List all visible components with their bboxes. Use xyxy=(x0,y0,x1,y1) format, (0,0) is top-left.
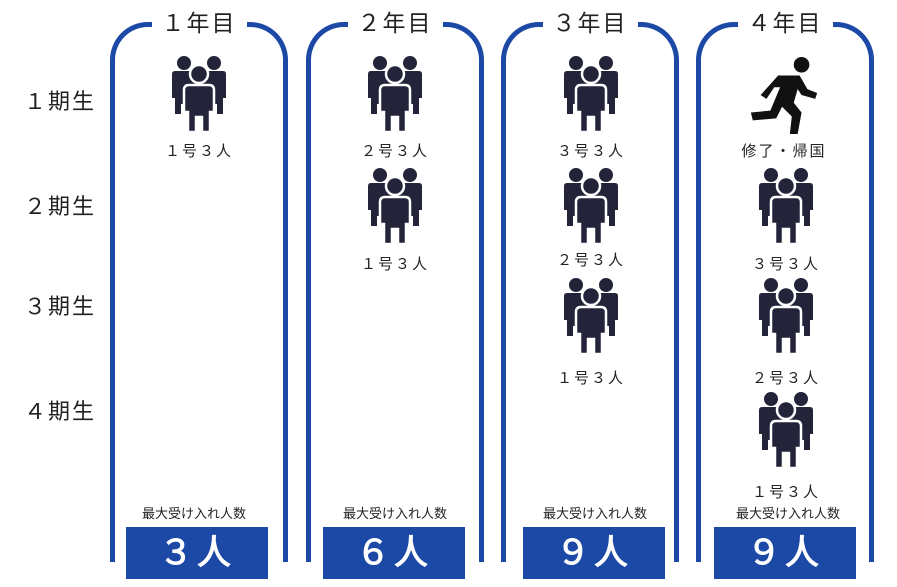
max-label-1: 最大受け入れ人数 xyxy=(141,507,246,522)
people-group-icon xyxy=(561,166,621,246)
people-group-icon xyxy=(561,54,621,134)
total-box-2: ６人 xyxy=(323,527,465,579)
people-group-icon xyxy=(756,166,816,246)
total-box-1: ３人 xyxy=(126,527,268,579)
total-box-3: ９人 xyxy=(523,527,665,579)
running-person-icon xyxy=(745,56,823,134)
caption-c4-r4: １号３人 xyxy=(751,483,820,501)
caption-c4-r1: 修了・帰国 xyxy=(741,142,827,160)
row-label-3: ３期生 xyxy=(23,295,96,320)
caption-c4-r2: ３号３人 xyxy=(751,255,820,273)
max-label-4: 最大受け入れ人数 xyxy=(735,507,840,522)
caption-c2-r1: ２号３人 xyxy=(360,142,429,160)
caption-c3-r1: ３号３人 xyxy=(556,142,625,160)
max-label-3: 最大受け入れ人数 xyxy=(542,507,647,522)
row-label-2: ２期生 xyxy=(23,195,96,220)
people-group-icon xyxy=(756,276,816,356)
people-group-icon xyxy=(169,54,229,134)
year-label-4: ４年目 xyxy=(696,8,874,40)
caption-c4-r3: ２号３人 xyxy=(751,369,820,387)
people-group-icon xyxy=(365,54,425,134)
total-box-4: ９人 xyxy=(714,527,856,579)
caption-c2-r2: １号３人 xyxy=(360,255,429,273)
caption-c3-r2: ２号３人 xyxy=(556,251,625,269)
caption-c3-r3: １号３人 xyxy=(556,369,625,387)
year-label-1: １年目 xyxy=(110,8,288,40)
people-group-icon xyxy=(561,276,621,356)
caption-c1-r1: １号３人 xyxy=(164,142,233,160)
row-label-4: ４期生 xyxy=(23,400,96,425)
row-label-1: １期生 xyxy=(23,90,96,115)
max-label-2: 最大受け入れ人数 xyxy=(342,507,447,522)
people-group-icon xyxy=(756,390,816,470)
people-group-icon xyxy=(365,166,425,246)
year-label-2: ２年目 xyxy=(306,8,484,40)
year-label-3: ３年目 xyxy=(501,8,679,40)
